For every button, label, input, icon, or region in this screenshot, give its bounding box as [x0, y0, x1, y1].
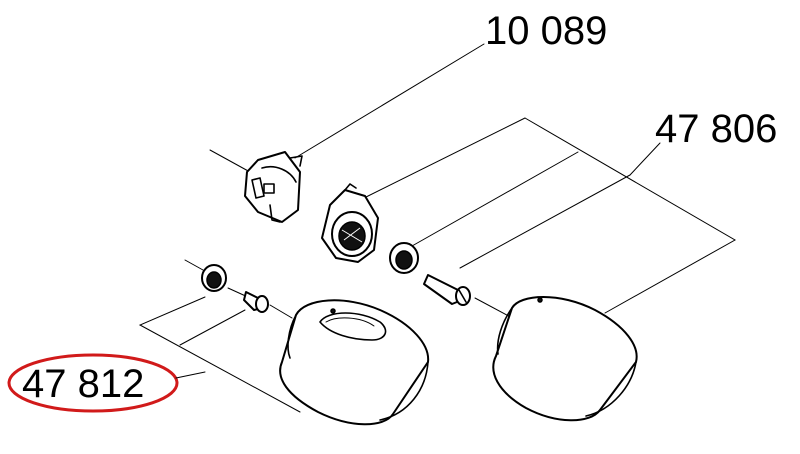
- spline-ring-part: [389, 242, 419, 274]
- long-screw-part: [423, 274, 471, 306]
- small-screw-part: [243, 291, 269, 313]
- highlight-ring: [7, 353, 179, 413]
- leader-lines: [138, 43, 737, 413]
- part-number-47806: 47 806: [655, 107, 777, 151]
- part-number-47812: 47 812: [22, 362, 144, 406]
- adapter-clip-part: [244, 151, 303, 223]
- splined-cartridge-part: [321, 183, 379, 263]
- left-spline-ring-part: [201, 264, 227, 292]
- part-number-10089: 10 089: [485, 9, 607, 53]
- slotted-cap-part: [279, 299, 430, 426]
- plain-cap-part: [492, 296, 638, 422]
